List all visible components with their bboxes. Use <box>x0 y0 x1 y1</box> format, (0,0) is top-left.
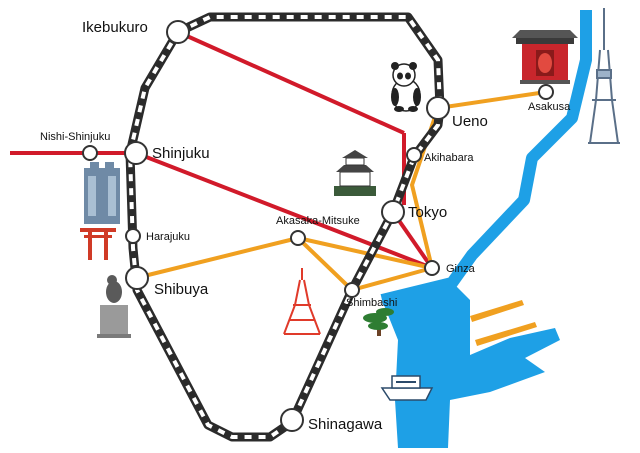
kaminarimon-gate-icon <box>512 30 578 84</box>
shinagawa-label: Shinagawa <box>308 416 383 433</box>
akasaka-mitsuke-station-marker[interactable] <box>290 230 306 246</box>
pine-tree-icon <box>363 308 394 336</box>
akasaka-mitsuke-label: Akasaka-Mitsuke <box>276 215 360 227</box>
red-line-marunouchi <box>10 30 434 270</box>
bay-piers <box>470 300 537 346</box>
shinagawa-station-marker[interactable] <box>280 408 304 432</box>
government-building-icon <box>84 162 120 224</box>
shinjuku-station-marker[interactable] <box>124 141 148 165</box>
ikebukuro-station-marker[interactable] <box>166 20 190 44</box>
akihabara-label: Akihabara <box>424 152 474 164</box>
shibuya-label: Shibuya <box>154 281 209 298</box>
asakusa-station-marker[interactable] <box>538 84 554 100</box>
harajuku-station-marker[interactable] <box>125 228 141 244</box>
shibuya-station-marker[interactable] <box>125 266 149 290</box>
ikebukuro-label: Ikebukuro <box>82 19 148 36</box>
panda-icon <box>391 62 421 112</box>
tokyo-bay-water <box>380 10 592 448</box>
tokyo-label: Tokyo <box>408 204 447 221</box>
hachiko-statue-icon <box>97 275 131 338</box>
harajuku-label: Harajuku <box>146 231 190 243</box>
nishi-shinjuku-station-marker[interactable] <box>82 145 98 161</box>
station-markers <box>82 20 554 432</box>
shimbashi-station-marker[interactable] <box>344 282 360 298</box>
ueno-label: Ueno <box>452 113 488 130</box>
torii-gate-icon <box>80 228 116 260</box>
castle-icon <box>334 150 376 196</box>
ferry-boat-icon <box>380 375 434 401</box>
shimbashi-label: Shimbashi <box>346 297 397 309</box>
ueno-station-marker[interactable] <box>426 96 450 120</box>
nishi-shinjuku-label: Nishi-Shinjuku <box>40 131 110 143</box>
ginza-label: Ginza <box>446 263 476 275</box>
tokyo-tower-icon <box>283 268 321 335</box>
station-labels: Ikebukuro Nishi-Shinjuku Shinjuku Haraju… <box>40 19 571 433</box>
akihabara-station-marker[interactable] <box>406 147 422 163</box>
asakusa-label: Asakusa <box>528 101 571 113</box>
tokyo-station-marker[interactable] <box>381 200 405 224</box>
skytree-tower-icon <box>588 8 620 144</box>
shinjuku-label: Shinjuku <box>152 145 210 162</box>
ginza-station-marker[interactable] <box>424 260 440 276</box>
